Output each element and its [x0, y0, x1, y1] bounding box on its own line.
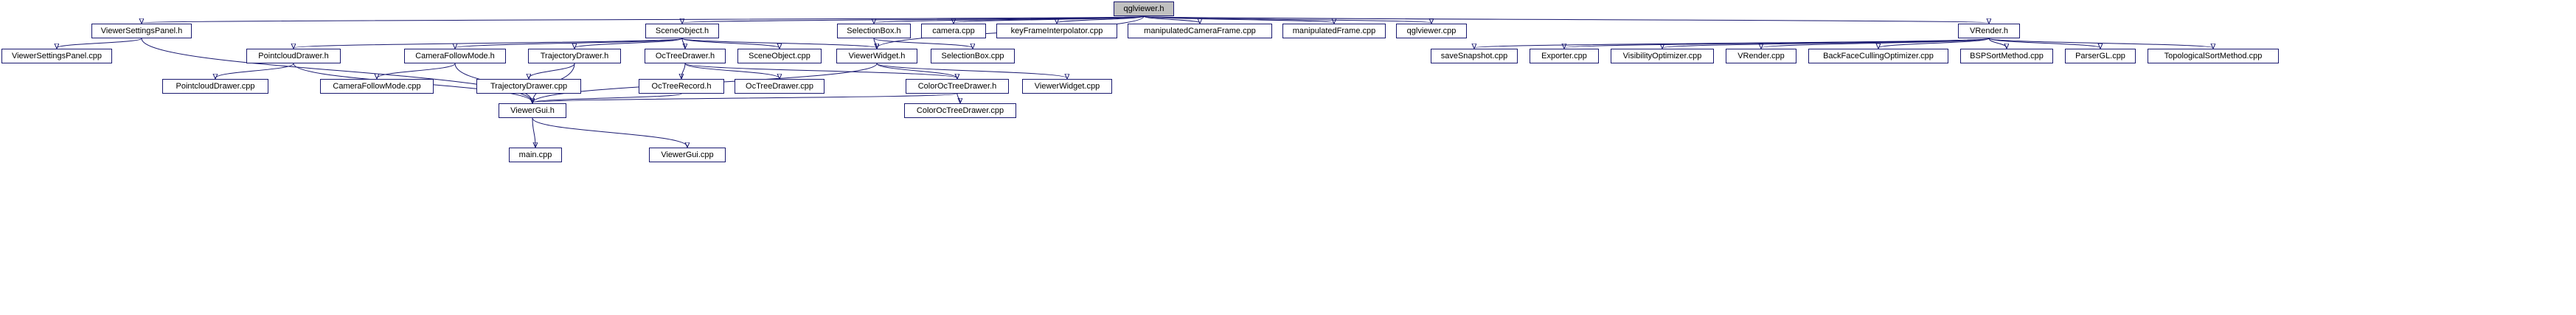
graph-node-ViewerGui-cpp[interactable]: ViewerGui.cpp [649, 148, 726, 162]
graph-node-keyFrameInterpolator-cpp[interactable]: keyFrameInterpolator.cpp [996, 24, 1117, 38]
graph-node-OcTreeDrawer-h[interactable]: OcTreeDrawer.h [645, 49, 726, 63]
graph-node-OcTreeRecord-h[interactable]: OcTreeRecord.h [639, 79, 724, 94]
graph-node-ColorOcTreeDrawer-h[interactable]: ColorOcTreeDrawer.h [906, 79, 1009, 94]
graph-node-manipulatedCameraFrame-cpp[interactable]: manipulatedCameraFrame.cpp [1128, 24, 1272, 38]
graph-node-ColorOcTreeDrawer-cpp[interactable]: ColorOcTreeDrawer.cpp [904, 103, 1016, 118]
graph-node-ViewerWidget-cpp[interactable]: ViewerWidget.cpp [1022, 79, 1112, 94]
graph-node-ParserGL-cpp[interactable]: ParserGL.cpp [2065, 49, 2136, 63]
graph-node-BSPSortMethod-cpp[interactable]: BSPSortMethod.cpp [1960, 49, 2053, 63]
graph-node-saveSnapshot-cpp[interactable]: saveSnapshot.cpp [1431, 49, 1518, 63]
graph-node-main-cpp[interactable]: main.cpp [509, 148, 562, 162]
graph-node-ViewerGui-h[interactable]: ViewerGui.h [499, 103, 566, 118]
graph-node-PointcloudDrawer-h[interactable]: PointcloudDrawer.h [246, 49, 341, 63]
graph-node-TrajectoryDrawer-h[interactable]: TrajectoryDrawer.h [528, 49, 621, 63]
graph-node-CameraFollowMode-cpp[interactable]: CameraFollowMode.cpp [320, 79, 434, 94]
graph-node-SelectionBox-h[interactable]: SelectionBox.h [837, 24, 911, 38]
graph-node-qglviewer-h[interactable]: qglviewer.h [1114, 1, 1174, 16]
graph-node-manipulatedFrame-cpp[interactable]: manipulatedFrame.cpp [1282, 24, 1386, 38]
graph-node-PointcloudDrawer-cpp[interactable]: PointcloudDrawer.cpp [162, 79, 268, 94]
graph-node-camera-cpp[interactable]: camera.cpp [921, 24, 986, 38]
graph-node-SceneObject-h[interactable]: SceneObject.h [645, 24, 719, 38]
graph-node-ViewerSettingsPanel-cpp[interactable]: ViewerSettingsPanel.cpp [1, 49, 112, 63]
graph-node-SceneObject-cpp[interactable]: SceneObject.cpp [737, 49, 822, 63]
graph-node-SelectionBox-cpp[interactable]: SelectionBox.cpp [931, 49, 1015, 63]
graph-node-TopologicalSortMethod-cpp[interactable]: TopologicalSortMethod.cpp [2148, 49, 2279, 63]
graph-node-OcTreeDrawer-cpp[interactable]: OcTreeDrawer.cpp [735, 79, 824, 94]
graph-node-CameraFollowMode-h[interactable]: CameraFollowMode.h [404, 49, 506, 63]
graph-node-Exporter-cpp[interactable]: Exporter.cpp [1530, 49, 1599, 63]
graph-node-BackFaceCullingOptimizer-cpp[interactable]: BackFaceCullingOptimizer.cpp [1808, 49, 1948, 63]
graph-node-VRender-h[interactable]: VRender.h [1958, 24, 2020, 38]
graph-node-TrajectoryDrawer-cpp[interactable]: TrajectoryDrawer.cpp [476, 79, 581, 94]
graph-node-ViewerSettingsPanel-h[interactable]: ViewerSettingsPanel.h [91, 24, 192, 38]
graph-node-qglviewer-cpp[interactable]: qglviewer.cpp [1396, 24, 1467, 38]
graph-node-VRender-cpp[interactable]: VRender.cpp [1726, 49, 1796, 63]
graph-node-VisibilityOptimizer-cpp[interactable]: VisibilityOptimizer.cpp [1611, 49, 1714, 63]
graph-node-ViewerWidget-h[interactable]: ViewerWidget.h [836, 49, 917, 63]
